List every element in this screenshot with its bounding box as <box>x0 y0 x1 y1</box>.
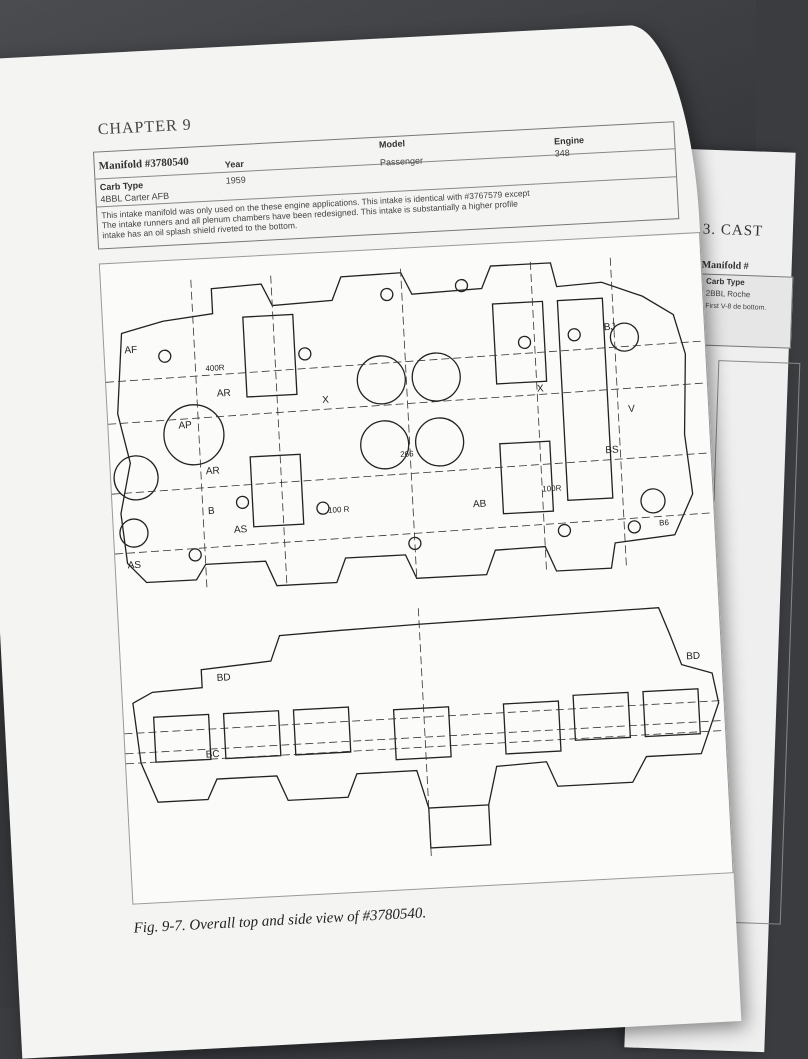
label-266: 266 <box>400 449 414 459</box>
side-view-outline <box>132 607 720 809</box>
label-100r-left: 100 R <box>328 505 350 515</box>
manifold-drawing: AF AP AR AR AS AS B 400R X X BJ BS V 266… <box>106 257 726 858</box>
label-bs: BS <box>605 445 619 457</box>
model-header: Model <box>378 138 406 150</box>
label-as-left: AS <box>127 560 141 572</box>
label-ar-top: AR <box>217 388 231 400</box>
carb-type-header: Carb Type <box>99 180 144 193</box>
facing-page-carb-header: Carb Type <box>705 276 745 288</box>
left-port <box>163 404 225 466</box>
right-port <box>640 488 666 514</box>
manifold-title: Manifold #3780540 <box>98 155 190 173</box>
carb-bore <box>414 417 465 467</box>
carb-bore <box>411 352 461 402</box>
facing-page-description: First V-8 de bottom. <box>705 302 767 312</box>
engine-header: Engine <box>553 134 585 147</box>
label-b6: B6 <box>659 518 670 528</box>
carb-bore <box>360 420 410 470</box>
year-header: Year <box>224 158 245 170</box>
model-value: Passenger <box>379 155 424 168</box>
label-ar: AR <box>206 465 220 477</box>
figure-caption: Fig. 9-7. Overall top and side view of #… <box>133 905 427 937</box>
label-ap: AP <box>178 420 192 432</box>
left-port <box>119 518 149 548</box>
label-bc: BC <box>205 749 219 761</box>
label-b: B <box>208 506 216 517</box>
year-value: 1959 <box>225 174 246 186</box>
manifold-description: This intake manifold was only used on th… <box>101 181 672 240</box>
technical-drawing-figure: AF AP AR AR AS AS B 400R X X BJ BS V 266… <box>98 232 734 905</box>
label-400r-top: 400R <box>205 363 225 373</box>
label-v: V <box>628 404 636 415</box>
chapter-heading: CHAPTER 9 <box>97 116 193 139</box>
label-x-left: X <box>322 395 330 406</box>
top-view-outline <box>117 262 694 587</box>
facing-page-manifold: Manifold # <box>701 259 749 273</box>
label-100r-right: 100R <box>542 484 562 494</box>
label-ab: AB <box>473 499 487 511</box>
label-bd-left: BD <box>216 672 230 684</box>
right-port <box>609 322 640 352</box>
facing-page-chapter: 3. CAST <box>702 221 764 240</box>
label-as: AS <box>234 524 248 536</box>
label-af: AF <box>124 345 137 357</box>
left-port <box>113 455 159 501</box>
facing-page-spec-table: Carb Type 2BBL Roche First V-8 de bottom… <box>698 273 794 349</box>
facing-page-carb-value: 2BBL Roche <box>705 288 751 300</box>
label-x-right: X <box>537 383 545 394</box>
label-bd-right: BD <box>686 651 700 663</box>
label-bj: BJ <box>604 322 616 334</box>
engine-value: 348 <box>554 147 570 159</box>
spec-table: Manifold #3780540 Year Model Engine Carb… <box>92 121 680 250</box>
book-page: CHAPTER 9 Manifold #3780540 Year Model E… <box>0 22 742 1059</box>
carb-bore <box>356 355 406 405</box>
